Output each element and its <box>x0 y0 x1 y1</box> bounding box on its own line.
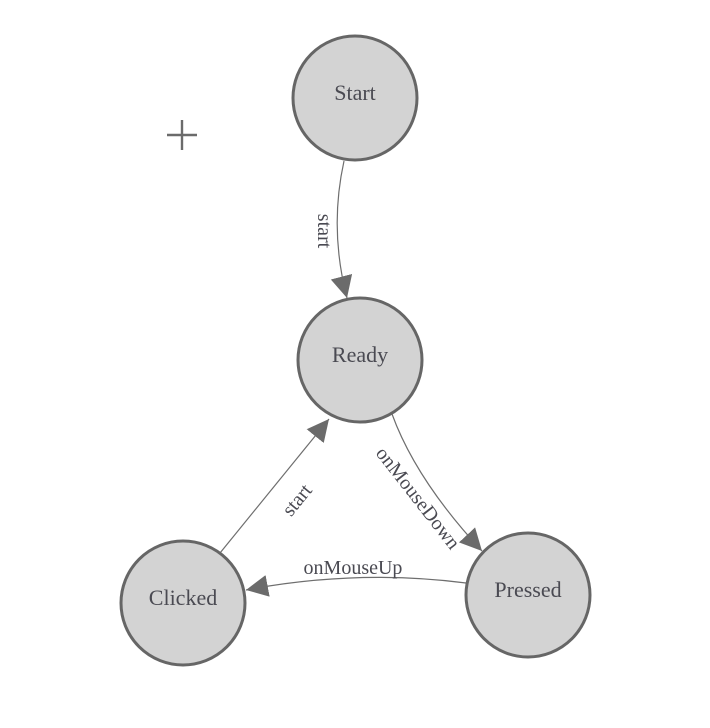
transition-pressed-to-clicked[interactable] <box>245 575 467 597</box>
transition-label: start <box>313 214 335 249</box>
transition-clicked-to-ready[interactable] <box>219 418 330 554</box>
state-circle[interactable] <box>291 34 419 162</box>
add-state-button[interactable] <box>167 120 197 150</box>
state-node-start[interactable]: Start <box>291 34 419 162</box>
transition-ready-to-pressed[interactable] <box>391 413 483 552</box>
state-circle[interactable] <box>119 539 247 667</box>
transition-label: onMouseDown <box>371 443 464 554</box>
state-node-ready[interactable]: Ready <box>296 296 424 424</box>
state-label: Ready <box>332 342 388 367</box>
transition-label: start <box>278 480 317 521</box>
transition-label: onMouseUp <box>304 557 403 579</box>
state-node-clicked[interactable]: Clicked <box>119 539 247 667</box>
state-label: Clicked <box>149 585 217 610</box>
state-label: Pressed <box>494 577 561 602</box>
state-circle[interactable] <box>296 296 424 424</box>
state-node-pressed[interactable]: Pressed <box>464 531 592 659</box>
transition-start-to-ready[interactable] <box>330 160 353 299</box>
state-circle[interactable] <box>464 531 592 659</box>
state-label: Start <box>334 80 376 105</box>
